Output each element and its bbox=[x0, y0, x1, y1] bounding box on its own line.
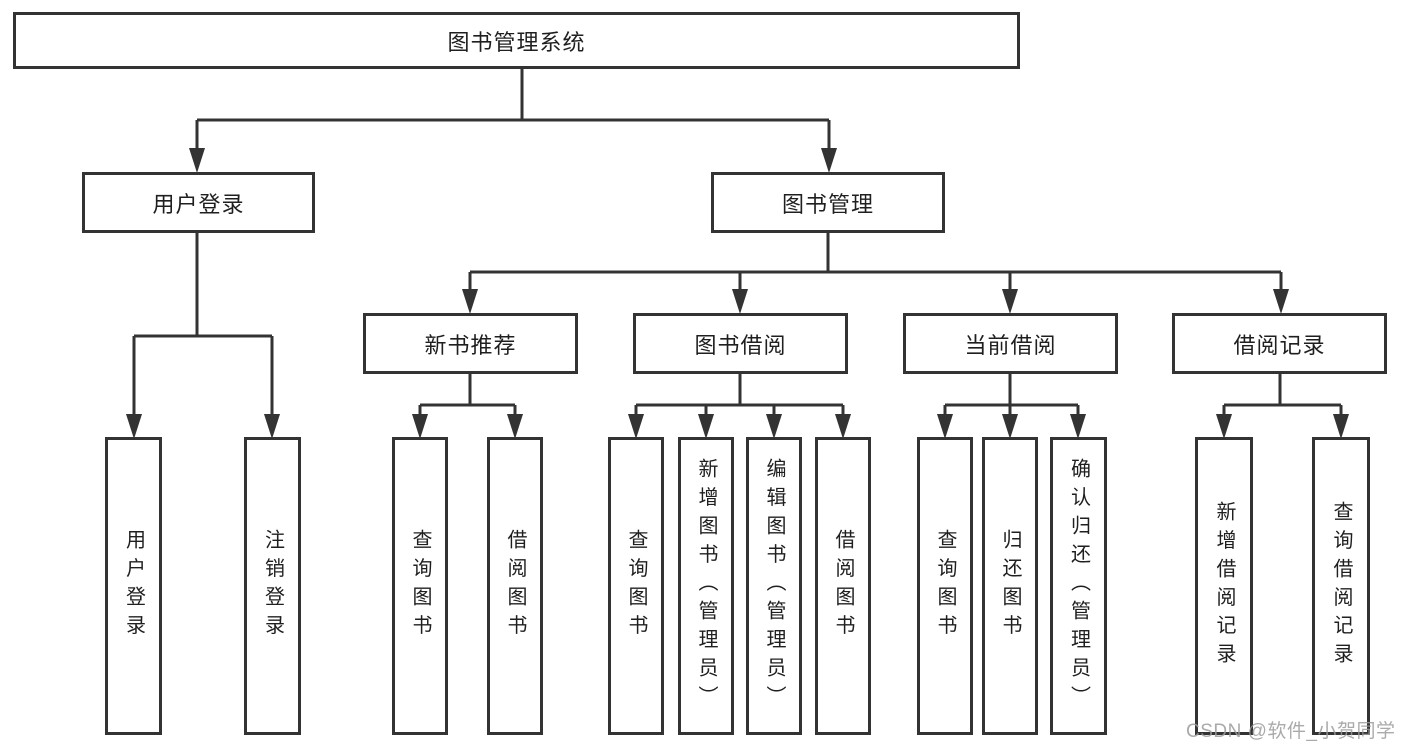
leaf-borrow-query-books: 查询图书 bbox=[608, 437, 664, 735]
node-book-borrowing: 图书借阅 bbox=[633, 313, 848, 374]
leaf-records-query-record-label: 查询借阅记录 bbox=[1330, 500, 1352, 672]
leaf-newrec-query-books: 查询图书 bbox=[392, 437, 448, 735]
node-new-book-recommend: 新书推荐 bbox=[363, 313, 578, 374]
leaf-current-return-books-label: 归还图书 bbox=[999, 529, 1021, 643]
node-current-borrowing: 当前借阅 bbox=[903, 313, 1118, 374]
leaf-user-login: 用户登录 bbox=[105, 437, 162, 735]
leaf-current-confirm-return-admin-label: 确认归还（管理员） bbox=[1067, 458, 1090, 714]
leaf-current-query-books-label: 查询图书 bbox=[934, 529, 956, 643]
leaf-borrow-add-books-admin: 新增图书（管理员） bbox=[678, 437, 734, 735]
node-root-system: 图书管理系统 bbox=[13, 12, 1020, 69]
leaf-newrec-query-books-label: 查询图书 bbox=[409, 529, 431, 643]
leaf-newrec-borrow-books: 借阅图书 bbox=[487, 437, 543, 735]
leaf-logout-label: 注销登录 bbox=[261, 529, 284, 643]
leaf-current-return-books: 归还图书 bbox=[982, 437, 1038, 735]
leaf-borrow-edit-books-admin-label: 编辑图书（管理员） bbox=[763, 458, 785, 714]
leaf-borrow-borrow-books-label: 借阅图书 bbox=[832, 529, 854, 643]
leaf-records-add-record-label: 新增借阅记录 bbox=[1213, 500, 1235, 672]
node-user-login: 用户登录 bbox=[82, 172, 315, 233]
leaf-borrow-borrow-books: 借阅图书 bbox=[815, 437, 871, 735]
csdn-watermark: CSDN @软件_小贺同学 bbox=[1186, 721, 1396, 742]
leaf-current-query-books: 查询图书 bbox=[917, 437, 973, 735]
leaf-records-query-record: 查询借阅记录 bbox=[1312, 437, 1370, 735]
leaf-logout: 注销登录 bbox=[244, 437, 301, 735]
leaf-borrow-query-books-label: 查询图书 bbox=[625, 529, 647, 643]
leaf-borrow-edit-books-admin: 编辑图书（管理员） bbox=[746, 437, 802, 735]
node-book-management: 图书管理 bbox=[711, 172, 945, 233]
leaf-current-confirm-return-admin: 确认归还（管理员） bbox=[1050, 437, 1107, 735]
leaf-records-add-record: 新增借阅记录 bbox=[1195, 437, 1253, 735]
leaf-user-login-label: 用户登录 bbox=[122, 529, 145, 643]
leaf-borrow-add-books-admin-label: 新增图书（管理员） bbox=[695, 458, 717, 714]
node-borrowing-records: 借阅记录 bbox=[1172, 313, 1387, 374]
leaf-newrec-borrow-books-label: 借阅图书 bbox=[504, 529, 526, 643]
